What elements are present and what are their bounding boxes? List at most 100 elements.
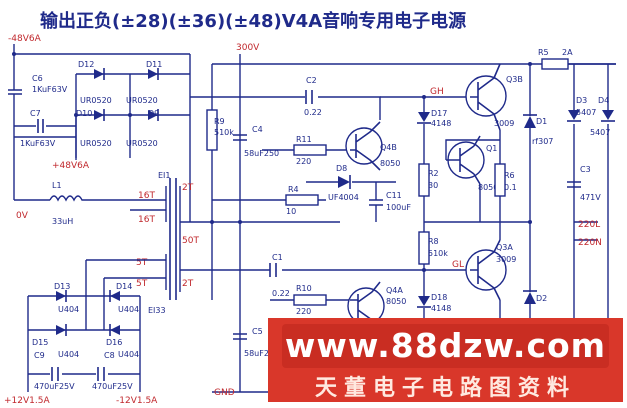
c4-value: 58uF250 <box>244 149 279 158</box>
c6-value: 1KuF63V <box>32 85 68 94</box>
d15-diode <box>56 325 66 335</box>
d8-diode <box>338 176 350 188</box>
c9-value: 470uF25V <box>34 382 75 391</box>
q3a-value: 3009 <box>496 255 516 264</box>
d13-value: U404 <box>58 305 79 314</box>
rail-label-v300: 300V <box>236 43 260 53</box>
d10-value: UR0520 <box>80 139 112 148</box>
l1-inductor: L1 33uH <box>49 181 160 226</box>
watermark-url: www.88dzw.com <box>284 326 607 365</box>
c5-ref: C5 <box>252 327 263 336</box>
winding-16t-b: 16T <box>138 215 155 225</box>
r9-value: 510k <box>214 128 234 137</box>
left-rails: -48V6A 0V +48V6A <box>8 34 190 221</box>
c3-ref: C3 <box>580 165 591 174</box>
winding-5t-a: 5T <box>136 258 148 268</box>
d11-ref: D11 <box>146 60 162 69</box>
q1-stage: Q1 8050 R6 0.1 <box>445 130 517 222</box>
rail-label-pos12: +12V1.5A <box>4 396 50 406</box>
d12-diode <box>94 69 104 79</box>
rail-label-zero: 0V <box>16 211 29 221</box>
q3b-transistor <box>465 75 507 117</box>
q1-value: 8050 <box>478 183 498 192</box>
d4-value: 5407 <box>590 128 610 137</box>
d11-value: UR0520 <box>126 96 158 105</box>
l1-value: 33uH <box>52 217 73 226</box>
d2-ref: D2 <box>536 294 547 303</box>
bridge-rectifier-aux: D13 U404 D14 U404 D15 U404 D16 U404 C9 4… <box>4 259 158 406</box>
d3-diode <box>568 110 580 120</box>
c11-value: 100uF <box>386 203 411 212</box>
rail-label-gnd: GND <box>214 388 235 398</box>
out-label-220n: 220N <box>578 238 602 248</box>
r10-resistor <box>293 294 327 306</box>
c5-capacitor <box>233 333 247 340</box>
winding-2t-a: 2T <box>182 183 194 193</box>
d13-ref: D13 <box>54 282 70 291</box>
winding-16t-a: 16T <box>138 191 155 201</box>
r6-ref: R6 <box>504 171 515 180</box>
q4b-ref: Q4B <box>380 143 397 152</box>
d16-ref: D16 <box>106 338 122 347</box>
c7-capacitor: C7 1KuF63V <box>14 109 76 148</box>
c2-capacitor <box>305 90 313 104</box>
d14-ref: D14 <box>116 282 132 291</box>
r4-resistor <box>285 194 319 206</box>
c3-capacitor <box>567 181 581 188</box>
q3a-ref: Q3A <box>496 243 513 252</box>
d8-value: UF4004 <box>328 193 359 202</box>
rail-label-neg12: -12V1.5A <box>116 396 158 406</box>
transformer-ei1: EI1 EI33 16T 16T 2T 50T 5T 5T 2T <box>130 171 212 315</box>
rail-label-pos48: +48V6A <box>52 161 90 171</box>
hv-bus: 300V GND R9 510k C4 58uF250 C5 58uF250 <box>206 43 616 398</box>
watermark-cn: 天董电子电路图资料 <box>314 376 576 401</box>
d18-ref: D18 <box>431 293 447 302</box>
d18-value: 4148 <box>431 304 451 313</box>
d1-ref: D1 <box>536 117 547 126</box>
upper-drive: C2 0.22 R11 220 Q4B 8050 D8 UF4004 C11 1… <box>189 76 411 222</box>
d10-diode <box>94 110 104 120</box>
d1-value: rf307 <box>532 137 553 146</box>
d9-value: UR0520 <box>126 139 158 148</box>
winding-2t-b: 2T <box>182 279 194 289</box>
r10-value: 220 <box>296 307 311 316</box>
output-stage: D1 rf307 D2 rf307 R5 2A D3 5407 D4 5407 … <box>523 48 616 330</box>
r8-value: 510k <box>428 249 448 258</box>
c1-value: 0.22 <box>272 289 290 298</box>
q4a-ref: Q4A <box>386 286 403 295</box>
transformer-ref2: EI33 <box>148 306 166 315</box>
d16-value: U404 <box>118 350 139 359</box>
d3-ref: D3 <box>576 96 587 105</box>
q4a-value: 8050 <box>386 297 406 306</box>
c6-ref: C6 <box>32 74 43 83</box>
r6-value: 0.1 <box>504 183 517 192</box>
r4-value: 10 <box>286 207 296 216</box>
net-label-gl: GL <box>452 260 464 270</box>
r9-ref: R9 <box>214 117 225 126</box>
d17-value: 4148 <box>431 119 451 128</box>
r2-value: 30 <box>428 181 438 190</box>
d14-diode <box>110 291 120 301</box>
l1-ref: L1 <box>52 181 62 190</box>
r11-value: 220 <box>296 157 311 166</box>
junction <box>12 52 16 56</box>
d17-ref: D17 <box>431 109 447 118</box>
c5-value: 58uF250 <box>244 349 279 358</box>
r11-ref: R11 <box>296 135 312 144</box>
bridge-rectifier-main: D12 UR0520 D11 UR0520 D10 UR0520 D9 UR05… <box>74 54 191 200</box>
wire-pos48 <box>14 115 77 160</box>
q3b-value: 3009 <box>494 119 514 128</box>
c7-ref: C7 <box>30 109 41 118</box>
c6-capacitor: C6 1KuF63V <box>8 74 68 108</box>
q3b-ref: Q3B <box>506 75 523 84</box>
c2-ref: C2 <box>306 76 317 85</box>
d16-diode <box>110 325 120 335</box>
d13-diode <box>56 291 66 301</box>
d8-ref: D8 <box>336 164 347 173</box>
q1-ref: Q1 <box>486 144 497 153</box>
d12-ref: D12 <box>78 60 94 69</box>
c1-ref: C1 <box>272 253 283 262</box>
r2-ref: R2 <box>428 169 439 178</box>
q4b-value: 8050 <box>380 159 400 168</box>
r4-ref: R4 <box>288 185 299 194</box>
